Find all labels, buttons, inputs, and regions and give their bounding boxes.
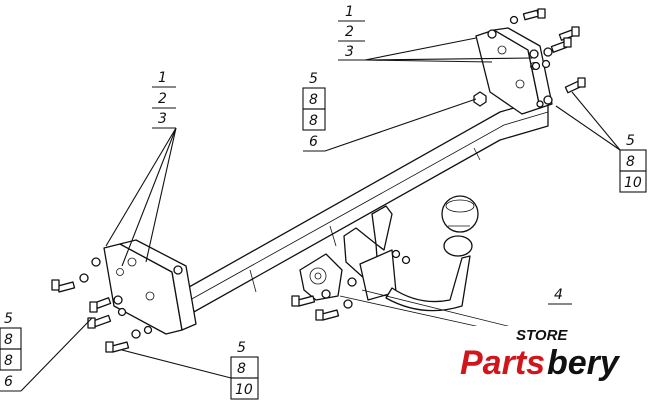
callout-top: 1 2 3 — [338, 4, 533, 63]
callout-mid-label-3: 8 — [309, 113, 318, 129]
callout-left-upper-label-2: 2 — [158, 91, 167, 107]
right-mounting-bracket — [475, 27, 553, 115]
callout-left-lower-label-3: 8 — [4, 353, 13, 369]
bolt-socket-2 — [315, 309, 340, 321]
callout-mid-label-1: 5 — [309, 71, 318, 87]
callout-mid-label-2: 8 — [309, 92, 318, 108]
callout-left-lower: 5 8 8 6 — [0, 311, 93, 392]
socket-plate — [299, 253, 343, 301]
logo-bery-text: bery — [547, 344, 621, 382]
callout-top-label-1: 1 — [345, 4, 354, 20]
bolt-top-1 — [522, 8, 546, 21]
bolt-left-3 — [87, 314, 112, 329]
callout-bottom-label-3: 10 — [235, 382, 253, 398]
callout-right: 5 8 10 — [555, 91, 647, 193]
callout-mid-label-4: 6 — [309, 134, 318, 150]
bolt-top-3 — [550, 37, 572, 53]
bolt-left-4 — [105, 341, 130, 353]
callout-right-label-3: 10 — [624, 175, 642, 191]
bolt-left-2 — [89, 297, 112, 313]
callout-bottom: 5 8 10 — [121, 340, 259, 400]
callout-bottom-label-2: 8 — [237, 361, 246, 377]
logo-parts-text: Parts — [460, 344, 545, 382]
callout-left-lower-label-4: 6 — [4, 374, 13, 390]
bolt-right — [564, 77, 586, 94]
left-mounting-bracket — [103, 239, 197, 335]
callout-mid: 5 8 8 6 — [302, 71, 477, 152]
callout-left-upper-label-3: 3 — [158, 111, 167, 127]
logo-store-text: STORE — [516, 327, 568, 344]
crossbar-beam — [165, 97, 549, 323]
callout-left-upper-label-1: 1 — [158, 70, 167, 86]
callout-left-lower-label-2: 8 — [4, 332, 13, 348]
callout-right-label-1: 5 — [626, 133, 635, 149]
callout-top-label-2: 2 — [345, 24, 354, 40]
tow-ball-neck — [385, 195, 479, 312]
partsbery-store-logo: STORE Parts bery — [456, 326, 634, 384]
callout-right-label-2: 8 — [626, 154, 635, 170]
fasteners — [51, 8, 586, 353]
callout-bottom-label-1: 5 — [237, 340, 246, 356]
callout-ball-label-1: 4 — [554, 287, 563, 303]
ball-holder-bracket — [343, 205, 397, 301]
callout-ball: 4 — [548, 287, 572, 305]
bolt-left-1 — [51, 279, 76, 293]
bolt-socket-1 — [291, 295, 316, 307]
callout-top-label-3: 3 — [345, 44, 354, 60]
callout-left-upper: 1 2 3 — [105, 70, 177, 267]
callout-left-lower-label-1: 5 — [4, 311, 13, 327]
